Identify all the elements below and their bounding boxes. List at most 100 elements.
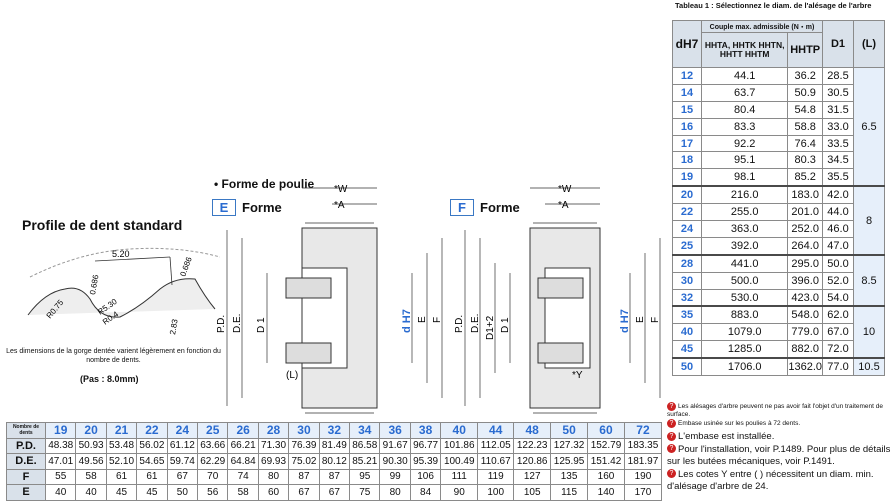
torque-hhta-cell: 92.2 [700, 134, 789, 153]
dimension-cell: 106 [409, 468, 442, 485]
dimension-cell: 69.93 [257, 453, 290, 470]
torque-hhta-cell: 98.1 [700, 168, 789, 187]
bore-table: dH7 Couple max. admissible (N・m) D1 (L) … [672, 20, 885, 377]
dimension-cell: 115 [550, 484, 589, 501]
dimension-cell: 63.66 [197, 437, 229, 454]
bore-cell: 30 [672, 271, 702, 290]
dimension-cell: 140 [587, 484, 625, 501]
bore-cell: 16 [672, 117, 702, 136]
torque-hhta-cell: 363.0 [700, 220, 789, 238]
dimension-cell: 100 [477, 484, 515, 501]
dimension-cell: 160 [587, 468, 625, 485]
l-cell: 8 [853, 185, 885, 256]
d1-cell: 34.5 [822, 151, 854, 170]
teeth-count-cell: 30 [288, 422, 320, 439]
dimension-cell: 48.38 [44, 437, 77, 454]
dimension-cell: 135 [550, 468, 589, 485]
bore-cell: 18 [672, 151, 702, 170]
teeth-count-cell: 24 [166, 422, 199, 439]
l-cell: 10.5 [853, 357, 885, 377]
d1-cell: 50.0 [822, 253, 854, 273]
dimension-cell: 86.58 [349, 437, 381, 454]
row-label: F [6, 468, 46, 485]
teeth-header: Nombre de dents [6, 422, 46, 439]
torque-hhta-cell: 44.1 [700, 67, 789, 85]
dimension-cell: 183.35 [623, 437, 663, 454]
bore-cell: 19 [672, 168, 702, 187]
bore-cell: 24 [672, 220, 702, 238]
dimension-cell: 61.12 [166, 437, 199, 454]
forme-e-letter: E [212, 199, 236, 216]
dimension-cell: 58 [227, 484, 259, 501]
teeth-count-cell: 25 [197, 422, 229, 439]
bore-cell: 15 [672, 100, 702, 119]
d1-cell: 67.0 [822, 323, 854, 342]
dimension-cell: 170 [623, 484, 663, 501]
torque-hhta-cell: 255.0 [700, 203, 789, 222]
col-dh7: dH7 [672, 20, 702, 68]
l-cell: 6.5 [853, 67, 885, 187]
torque-hhtp-cell: 548.0 [787, 305, 823, 325]
bore-cell: 32 [672, 288, 702, 307]
dimension-cell: 101.86 [440, 437, 479, 454]
row-label: E [6, 484, 46, 501]
torque-hhta-cell: 80.4 [700, 100, 789, 119]
bore-table-caption: Tableau 1 : Sélectionnez le diam. de l'a… [675, 1, 872, 10]
dimension-cell: 70 [197, 468, 229, 485]
bore-cell: 12 [672, 67, 702, 85]
torque-hhtp-cell: 183.0 [787, 185, 823, 205]
f-label-w: *W [558, 184, 572, 195]
dimension-cell: 55 [44, 468, 77, 485]
torque-hhtp-cell: 295.0 [787, 253, 823, 273]
f-label-dh7: d H7 [619, 309, 631, 333]
d1-cell: 44.0 [822, 203, 854, 222]
torque-hhtp-cell: 264.0 [787, 236, 823, 256]
teeth-count-cell: 36 [379, 422, 411, 439]
pitch-label: (Pas : 8.0mm) [80, 374, 139, 384]
dimension-cell: 74 [227, 468, 259, 485]
col-d1: D1 [822, 20, 854, 68]
dimension-cell: 58 [75, 468, 107, 485]
torque-hhtp-cell: 882.0 [787, 340, 823, 359]
torque-hhta-cell: 392.0 [700, 236, 789, 256]
f-label-d1: D 1 [500, 317, 511, 333]
teeth-count-cell: 50 [550, 422, 589, 439]
dimension-cell: 119 [477, 468, 515, 485]
dimension-cell: 45 [136, 484, 168, 501]
e-label-de: D.E. [232, 314, 243, 333]
e-label-w: *W [334, 184, 348, 195]
teeth-count-cell: 26 [227, 422, 259, 439]
bore-cell: 50 [672, 357, 702, 377]
torque-hhtp-cell: 76.4 [787, 134, 823, 153]
dimension-cell: 80.12 [318, 453, 351, 470]
d1-cell: 30.5 [822, 83, 854, 102]
e-label-f: F [432, 317, 443, 323]
bore-cell: 25 [672, 236, 702, 256]
f-label-de: D.E. [470, 314, 481, 333]
dimension-cell: 181.97 [623, 453, 663, 470]
bore-cell: 28 [672, 253, 702, 273]
col-hhtp: HHTP [787, 32, 823, 68]
dimension-cell: 45 [105, 484, 138, 501]
note-2: Pour l'installation, voir P.1489. Pour p… [667, 443, 891, 468]
l-cell: 8.5 [853, 253, 885, 307]
dimension-cell: 67 [318, 484, 351, 501]
profile-note: Les dimensions de la gorge dentée varien… [6, 348, 221, 364]
d1-cell: 47.0 [822, 236, 854, 256]
dim-0686-a: 0.686 [178, 255, 193, 277]
dimension-cell: 99 [379, 468, 411, 485]
forme-f-label: Forme [480, 200, 520, 215]
torque-hhta-cell: 500.0 [700, 271, 789, 290]
dimension-cell: 80 [257, 468, 290, 485]
dimension-cell: 50 [166, 484, 199, 501]
